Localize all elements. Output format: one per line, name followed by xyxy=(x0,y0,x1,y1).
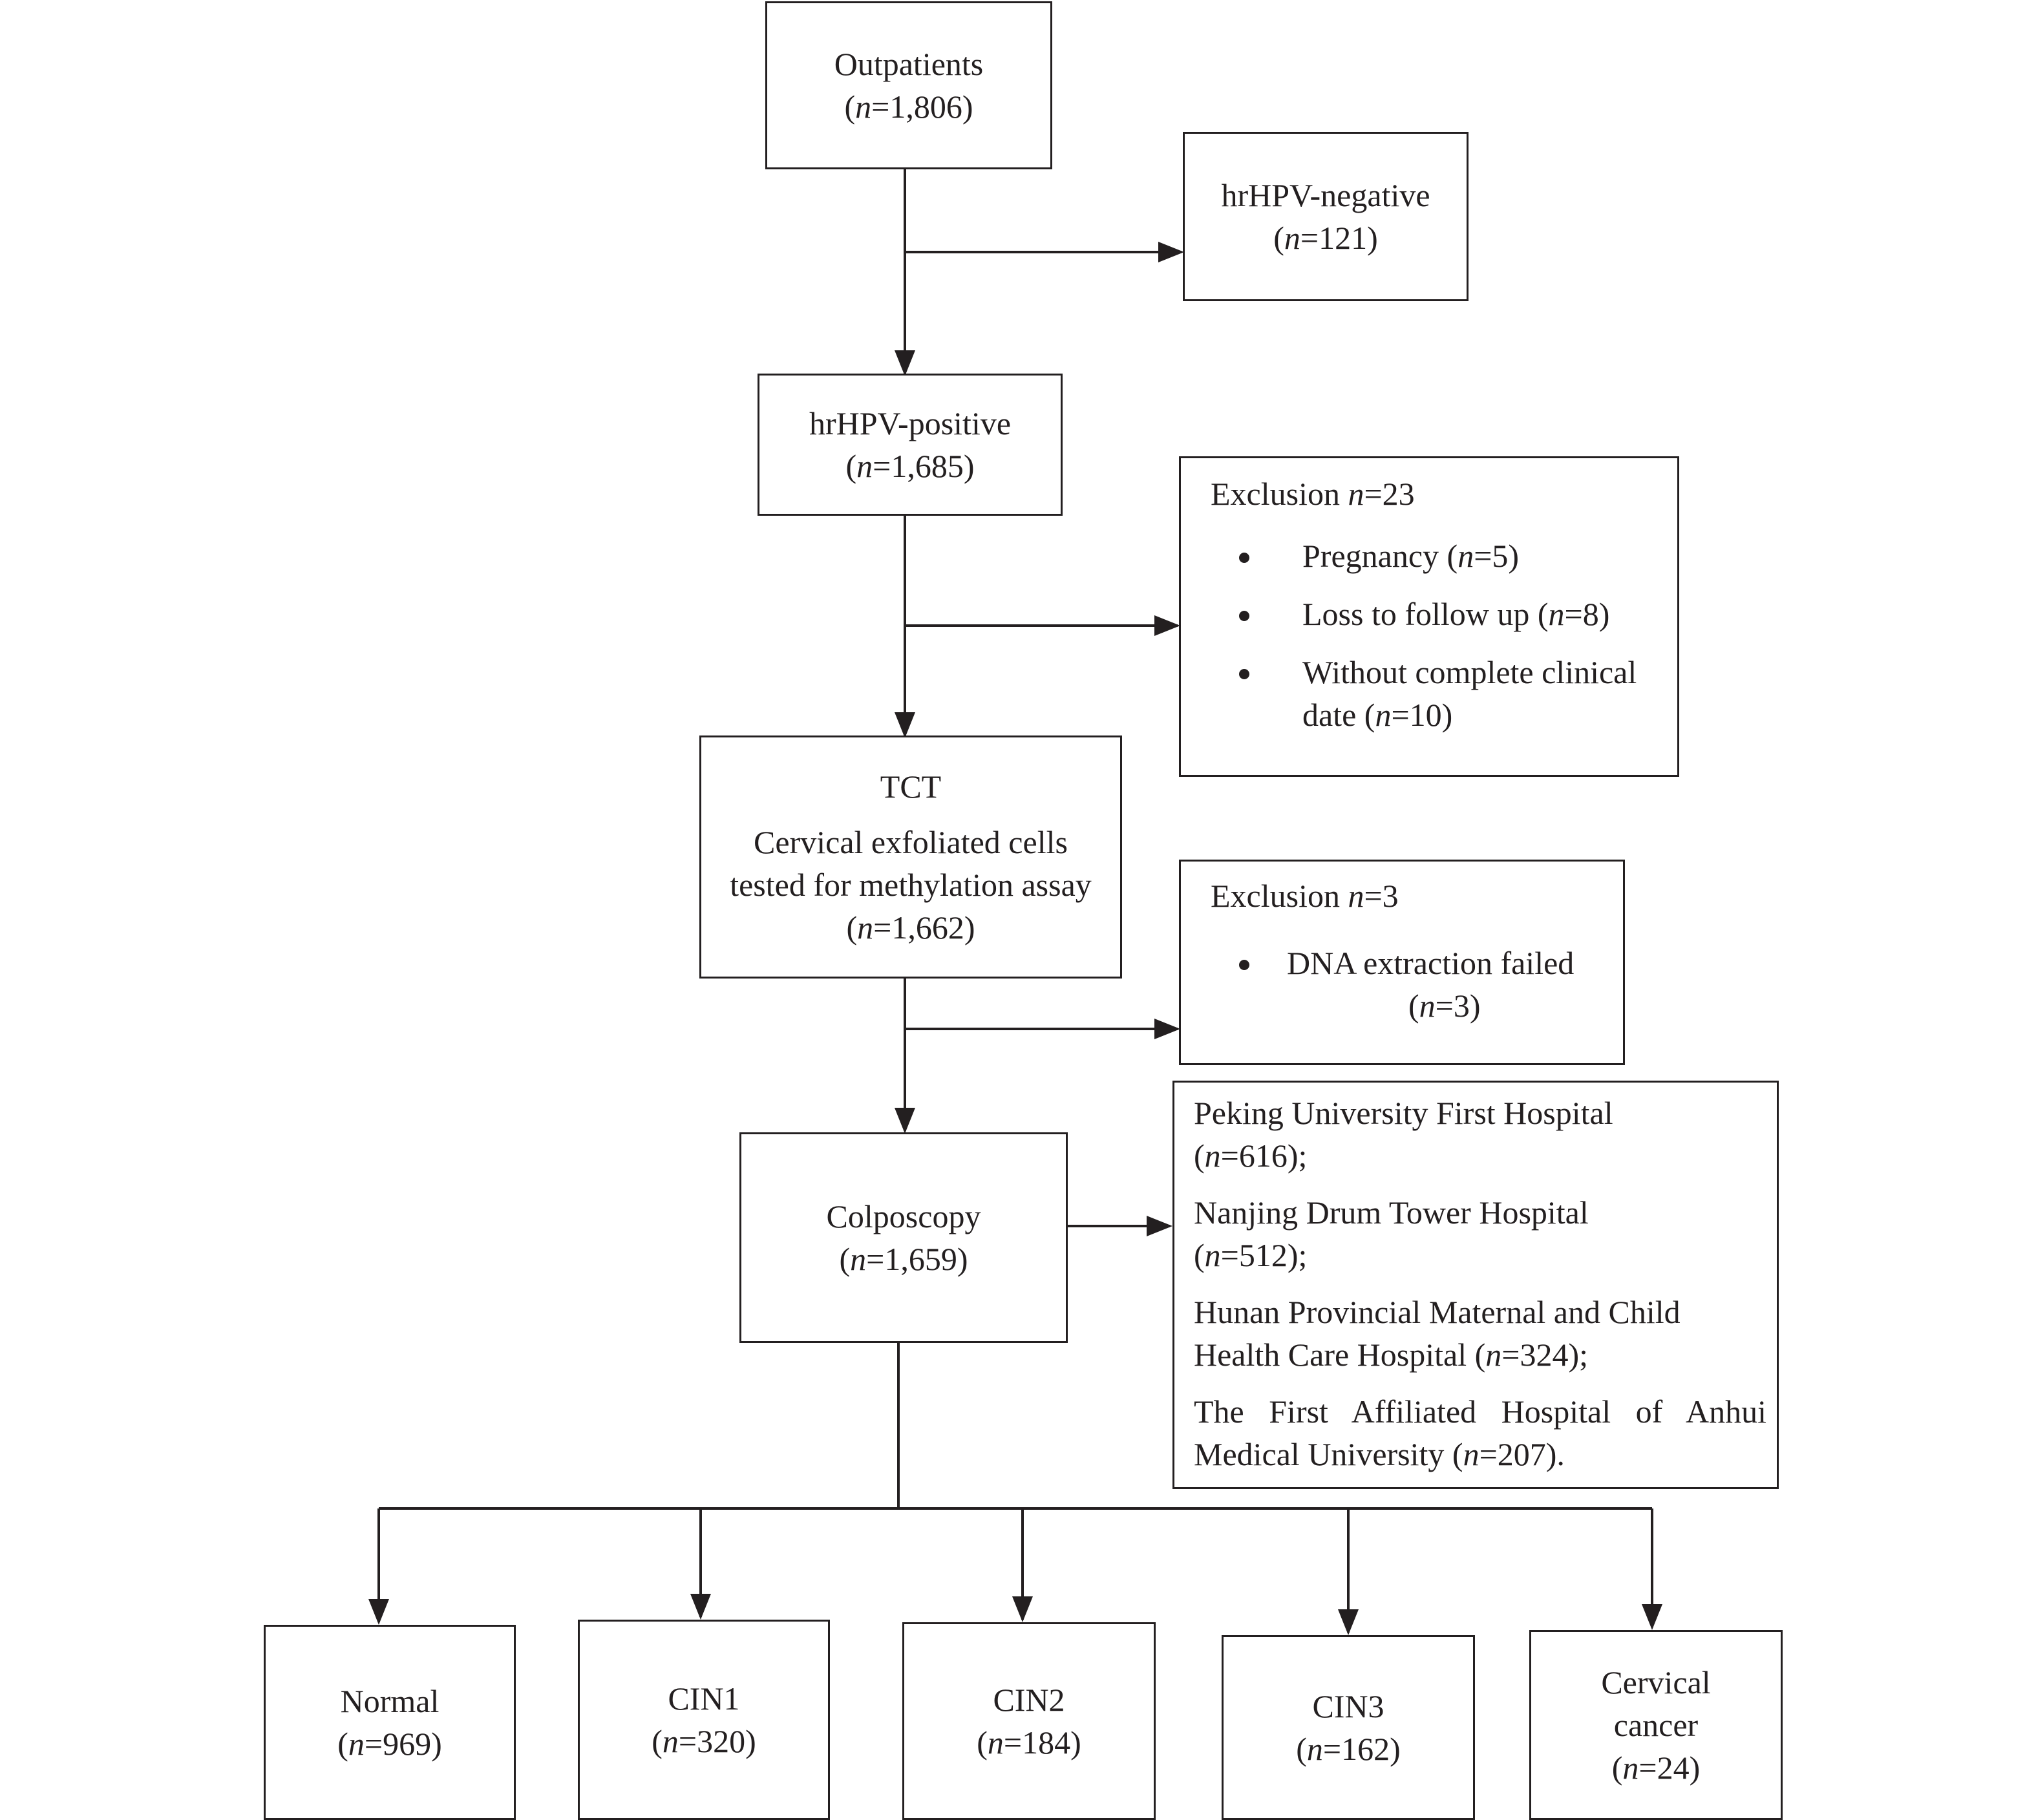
n-symbol: n xyxy=(1548,596,1565,632)
hospital-item: The First Affiliated Hospital of Anhui M… xyxy=(1194,1393,1766,1472)
outcome-box-cin1: CIN1 (n=320) xyxy=(578,1620,830,1820)
outcome-box-cin3: CIN3 (n=162) xyxy=(1222,1635,1475,1820)
n-symbol: n xyxy=(850,1241,867,1277)
n-symbol: n xyxy=(856,448,873,484)
bullet-icon xyxy=(1239,960,1249,970)
hrhpv-negative-label: hrHPV-negative xyxy=(1221,177,1430,213)
n-symbol: n xyxy=(1348,878,1364,914)
outpatients-count: (n=1,806) xyxy=(844,89,973,125)
n-symbol: n xyxy=(1458,538,1474,574)
colposcopy-count: (n=1,659) xyxy=(839,1241,968,1277)
n-symbol: n xyxy=(348,1726,365,1762)
n-symbol: n xyxy=(662,1723,679,1759)
colposcopy-box: Colposcopy (n=1,659) xyxy=(739,1132,1068,1343)
tct-line1: Cervical exfoliated cells xyxy=(754,824,1068,860)
outpatients-label: Outpatients xyxy=(834,46,984,82)
hrhpv-positive-label: hrHPV-positive xyxy=(809,405,1012,441)
exclusion-1-list: Pregnancy (n=5) Loss to follow up (n=8) … xyxy=(1211,534,1677,736)
bullet-icon xyxy=(1239,553,1249,563)
list-item: Loss to follow up (n=8) xyxy=(1211,593,1677,635)
outcome-box-normal: Normal (n=969) xyxy=(264,1625,516,1820)
exclusion-box-2: Exclusion n=3 DNA extraction failed (n=3… xyxy=(1179,860,1625,1065)
bullet-icon xyxy=(1239,611,1249,621)
n-symbol: n xyxy=(1348,476,1364,512)
hrhpv-negative-count: (n=121) xyxy=(1273,220,1378,256)
tct-title: TCT xyxy=(880,768,942,805)
hospital-item: Hunan Provincial Maternal and Child Heal… xyxy=(1194,1294,1681,1373)
n-symbol: n xyxy=(857,909,874,946)
outcome-box-cervical-cancer: Cervical cancer (n=24) xyxy=(1529,1630,1783,1820)
exclusion-2-title: Exclusion n=3 xyxy=(1211,878,1399,914)
n-symbol: n xyxy=(1204,1237,1221,1273)
exclusion-box-1: Exclusion n=23 Pregnancy (n=5) Loss to f… xyxy=(1179,456,1679,777)
tct-count: (n=1,662) xyxy=(846,909,975,946)
outcome-box-cin2: CIN2 (n=184) xyxy=(902,1622,1156,1820)
n-symbol: n xyxy=(1485,1337,1502,1373)
colposcopy-label: Colposcopy xyxy=(826,1198,981,1234)
n-symbol: n xyxy=(987,1724,1004,1761)
bullet-icon xyxy=(1239,669,1249,679)
n-symbol: n xyxy=(1284,220,1300,256)
list-item: DNA extraction failed (n=3) xyxy=(1211,942,1623,1027)
hrhpv-positive-box: hrHPV-positive (n=1,685) xyxy=(758,374,1063,516)
hospitals-box: Peking University First Hospital (n=616)… xyxy=(1172,1081,1779,1489)
n-symbol: n xyxy=(855,89,872,125)
hospital-item: Peking University First Hospital (n=616)… xyxy=(1194,1095,1613,1174)
n-symbol: n xyxy=(1463,1436,1479,1472)
tct-line2: tested for methylation assay xyxy=(730,867,1092,903)
hrhpv-positive-count: (n=1,685) xyxy=(845,448,975,484)
hrhpv-negative-box: hrHPV-negative (n=121) xyxy=(1183,132,1469,301)
n-symbol: n xyxy=(1622,1750,1639,1786)
n-symbol: n xyxy=(1306,1731,1323,1767)
n-symbol: n xyxy=(1375,697,1392,733)
list-item: Pregnancy (n=5) xyxy=(1211,534,1677,577)
outpatients-box: Outpatients (n=1,806) xyxy=(765,1,1052,169)
n-symbol: n xyxy=(1204,1138,1221,1174)
n-symbol: n xyxy=(1419,988,1436,1024)
exclusion-1-title: Exclusion n=23 xyxy=(1211,476,1415,512)
tct-box: TCT Cervical exfoliated cells tested for… xyxy=(699,735,1122,979)
hospital-item: Nanjing Drum Tower Hospital (n=512); xyxy=(1194,1194,1589,1273)
